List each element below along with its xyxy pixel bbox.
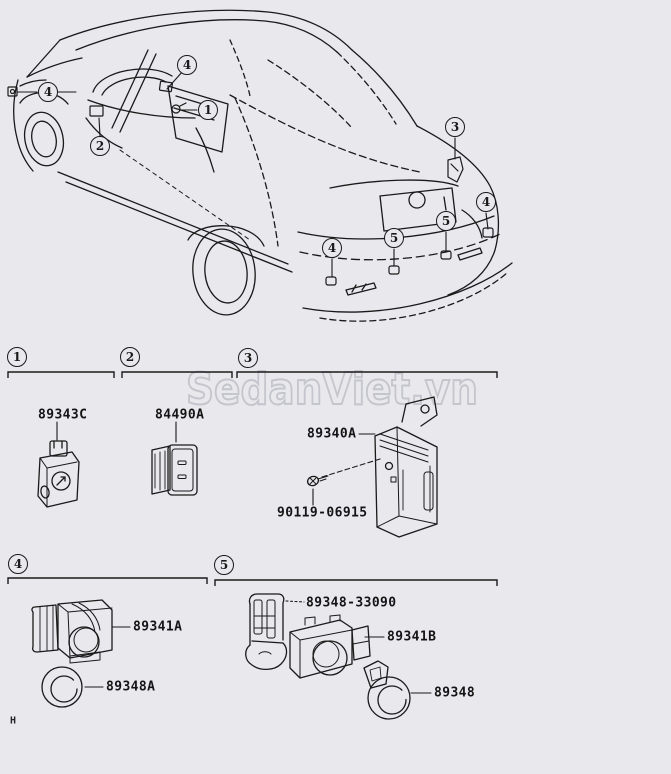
- part-drawing-89340a: [358, 396, 438, 538]
- section-callout-3: 3: [238, 348, 258, 368]
- vehicle-callout-2: 2: [90, 136, 110, 156]
- vehicle-body-side: [57, 94, 421, 273]
- part-label-84490a: 84490A: [155, 407, 205, 423]
- callout-leader-lines: [16, 70, 489, 278]
- part-drawing-89341a: [31, 599, 131, 664]
- section-brackets: [7, 371, 498, 586]
- part-label-89348-33090: 89348-33090: [306, 595, 397, 611]
- part-label-90119-06915: 90119-06915: [277, 505, 368, 521]
- section-bracket-2: [121, 371, 233, 378]
- front-wheel: [23, 111, 65, 167]
- section-callout-2: 2: [120, 347, 140, 367]
- section-bracket-3: [236, 371, 498, 378]
- vehicle-callout-5-rear-center: 5: [384, 228, 404, 248]
- vehicle-drawing: [7, 9, 513, 322]
- section-bracket-1: [7, 371, 115, 378]
- section-callout-1: 1: [7, 347, 27, 367]
- emblem: [408, 191, 426, 209]
- vehicle-rear-end: [187, 125, 513, 322]
- vehicle-roof: [26, 9, 418, 129]
- part-drawing-89341b: [289, 614, 385, 679]
- rear-wheel: [192, 228, 256, 316]
- vehicle-callout-4-rear-left: 4: [322, 238, 342, 258]
- part-drawing-89348a: [41, 666, 104, 708]
- vehicle-callout-1: 1: [198, 100, 218, 120]
- vehicle-callout-4-front: 4: [38, 82, 58, 102]
- vehicle-callout-4-rear-corner: 4: [476, 192, 496, 212]
- section-bracket-5: [214, 579, 498, 586]
- page-marker: H: [10, 715, 17, 727]
- vehicle-callout-5-rear-right: 5: [436, 211, 456, 231]
- vehicle-callout-3: 3: [445, 117, 465, 137]
- part-label-89348: 89348: [434, 685, 476, 701]
- part-label-89340a: 89340A: [307, 426, 357, 442]
- section-bracket-4: [7, 577, 208, 584]
- part-label-89341b: 89341B: [387, 629, 437, 645]
- section-callout-4: 4: [8, 554, 28, 574]
- part-drawing-84490a: [151, 421, 198, 496]
- part-label-89341a: 89341A: [133, 619, 183, 635]
- part-label-89348a: 89348A: [106, 679, 156, 695]
- part-drawing-89348-33090: [245, 593, 305, 671]
- installed-parts: [7, 80, 494, 286]
- screw-90119-06915: [306, 458, 381, 506]
- part-drawing-89343c: [37, 421, 80, 508]
- vehicle-callout-4-dash: 4: [177, 55, 197, 75]
- part-label-89343c: 89343C: [38, 407, 88, 423]
- section-callout-5: 5: [214, 555, 234, 575]
- dashboard-cutaway: [85, 49, 251, 241]
- part-drawing-89348: [363, 660, 432, 720]
